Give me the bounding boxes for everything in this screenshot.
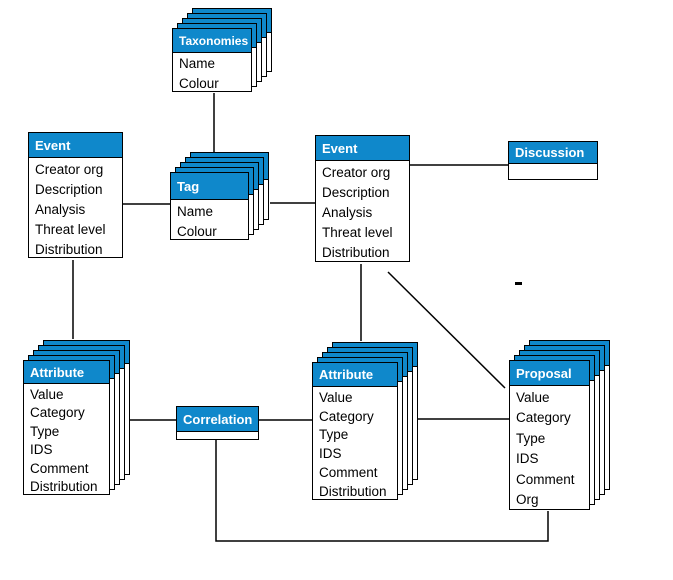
field-label: Category	[30, 405, 85, 421]
field-label: Creator org	[35, 161, 104, 177]
field-label: Comment	[319, 465, 378, 481]
field-label: Distribution	[30, 479, 98, 494]
field-label: Category	[319, 408, 374, 424]
entity-correlation: Correlation	[176, 406, 259, 440]
entity-fields	[177, 432, 258, 439]
entity-header: Proposal	[510, 361, 589, 386]
entity-header: Taxonomies	[173, 29, 251, 53]
entity-title: Proposal	[516, 365, 572, 381]
entity-card: Correlation	[176, 406, 259, 440]
field-label: Comment	[516, 471, 575, 487]
entity-header: Correlation	[177, 407, 258, 432]
field-label: Value	[516, 389, 550, 405]
field-label: IDS	[30, 442, 53, 458]
field-label: Type	[319, 427, 349, 443]
entity-header: Discussion	[509, 142, 597, 164]
stray-dash-mark	[515, 282, 522, 285]
entity-title: Taxonomies	[179, 33, 249, 48]
field-label: Value	[30, 386, 64, 402]
connector-correlation-proposal	[215, 440, 549, 542]
entity-header: Event	[29, 133, 122, 158]
field-label: Type	[516, 430, 546, 446]
field-label: Threat level	[322, 224, 393, 240]
entity-header: Attribute	[24, 361, 109, 384]
entity-title: Attribute	[30, 364, 85, 380]
field-label: Colour	[179, 75, 219, 91]
field-label: Category	[516, 410, 571, 426]
field-label: Analysis	[322, 204, 373, 220]
field-label: Org	[516, 492, 539, 508]
entity-header: Event	[316, 136, 409, 161]
entity-title: Event	[35, 137, 71, 153]
connector-eventcenter-proposal	[387, 271, 506, 389]
field-label: Description	[35, 181, 103, 197]
field-label: Distribution	[322, 244, 390, 260]
field-label: Description	[322, 184, 390, 200]
entity-title: Discussion	[515, 145, 585, 160]
field-label: Name	[179, 56, 216, 72]
entity-title: Correlation	[183, 411, 253, 427]
field-label: Name	[177, 203, 214, 219]
field-label: IDS	[319, 446, 342, 462]
entity-title: Tag	[177, 178, 200, 194]
field-label: IDS	[516, 451, 539, 467]
entity-title: Event	[322, 140, 358, 156]
field-label: Type	[30, 423, 60, 439]
field-label: Colour	[177, 223, 217, 239]
entity-header: Tag	[171, 173, 248, 200]
field-label: Comment	[30, 460, 89, 476]
field-label: Distribution	[35, 241, 103, 257]
entity-discussion: Discussion	[508, 141, 598, 180]
field-label: Value	[319, 389, 353, 405]
field-label: Analysis	[35, 201, 86, 217]
field-label: Threat level	[35, 221, 106, 237]
field-label: Distribution	[319, 483, 387, 499]
field-label: Creator org	[322, 164, 391, 180]
entity-fields	[509, 164, 597, 179]
entity-title: Attribute	[319, 367, 374, 382]
entity-card: Discussion	[508, 141, 598, 180]
entity-header: Attribute	[313, 363, 397, 387]
